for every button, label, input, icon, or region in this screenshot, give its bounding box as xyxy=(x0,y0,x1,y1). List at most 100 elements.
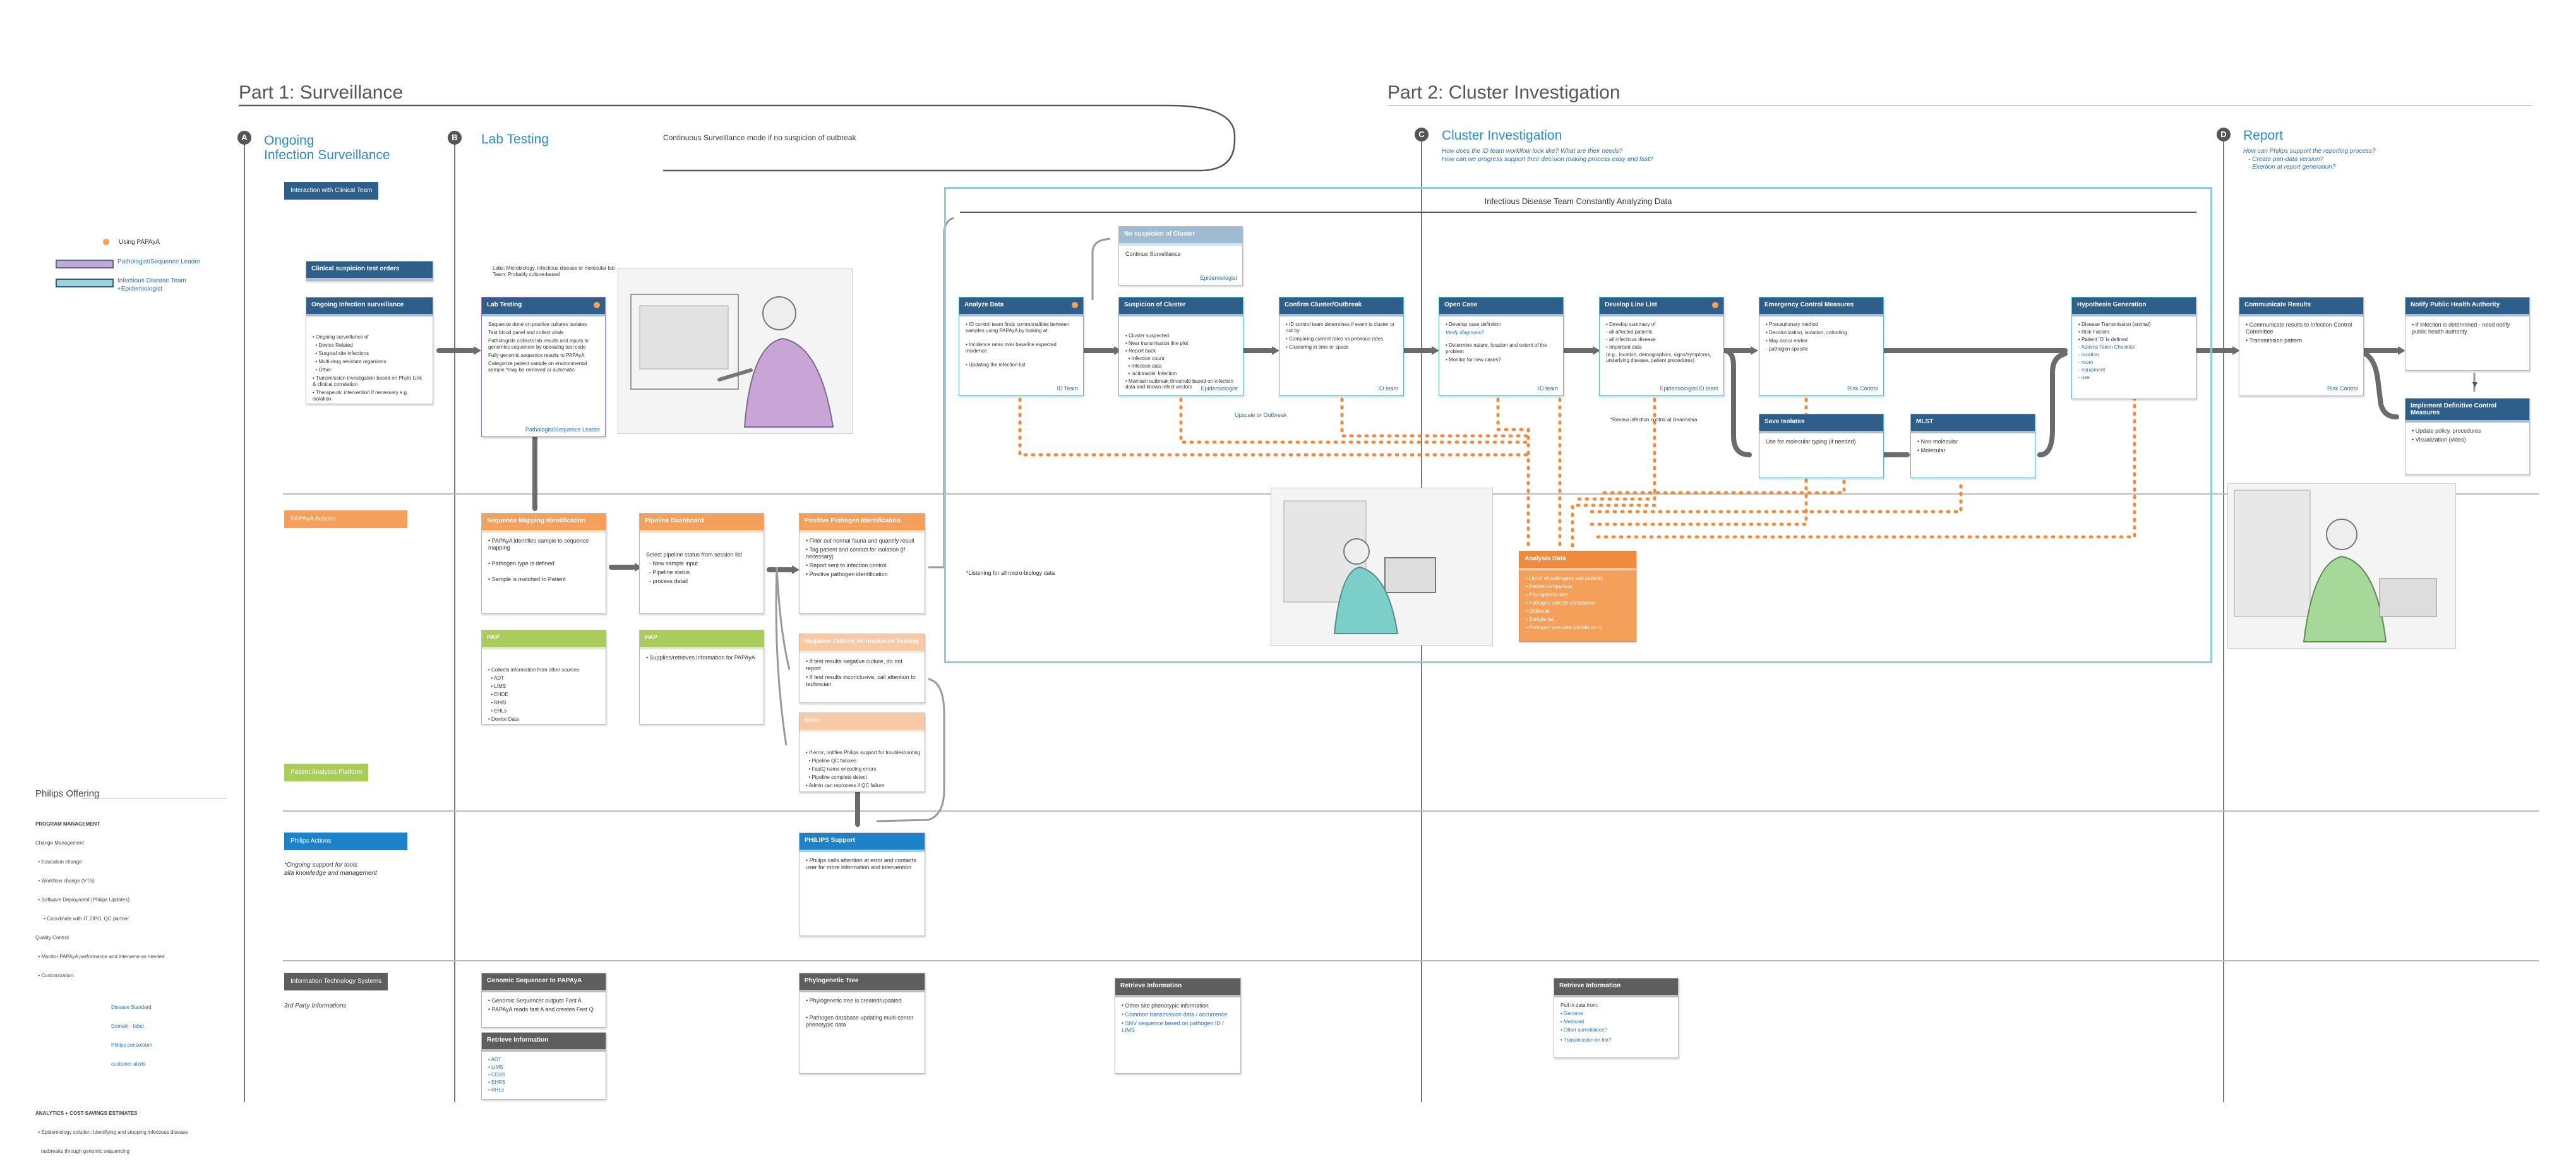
card-phylogenetic-tree[interactable]: Phylogenetic Tree • Phylogenetic tree is… xyxy=(799,973,925,1074)
phase-d-question-3: - Exertion at report generation? xyxy=(2248,164,2336,171)
card-title: Develop Line List xyxy=(1600,298,1723,316)
card-title: Genomic Sequencer to PAPAyA xyxy=(482,973,606,992)
card-body: • Collects information from other source… xyxy=(488,667,580,722)
card-body: • Communicate results to Infection Contr… xyxy=(2246,322,2352,344)
report-worker-sketch xyxy=(2227,483,2456,649)
card-title: Analyze Data xyxy=(959,298,1083,316)
card-analysis-data[interactable]: Analysis Data • List of all pathogens an… xyxy=(1519,551,1636,642)
papaya-dot-icon xyxy=(594,302,600,308)
card-emergency-control[interactable]: Emergency Control Measures • Precautiona… xyxy=(1759,297,1884,396)
card-owner: Epidemiologist xyxy=(1201,385,1238,392)
card-body: Select pipeline status from session list… xyxy=(646,551,743,584)
card-confirm-cluster[interactable]: Confirm Cluster/Outbreak • ID control te… xyxy=(1279,297,1404,396)
card-body: • Genomic Sequencer outputs Fast A• PAPA… xyxy=(488,997,594,1013)
card-body: • Precautionary method• Decolonization, … xyxy=(1766,322,1847,352)
card-title: Ongoing Infection surveillance xyxy=(306,298,433,316)
card-owner: Pathologist/Sequence Leader xyxy=(525,426,600,433)
card-communicate-results[interactable]: Communicate Results • Communicate result… xyxy=(2239,297,2364,396)
card-pap-supply[interactable]: PAP • Supplies/retrieves information for… xyxy=(639,630,764,725)
card-body: • Filter out normal fauna and quantify r… xyxy=(806,538,914,577)
card-title: PAP xyxy=(482,630,606,649)
card-title: Error xyxy=(800,713,925,732)
part1-title: Part 1: Surveillance xyxy=(239,82,404,103)
card-error[interactable]: Error • If error, notifies Philips suppo… xyxy=(799,713,925,792)
card-develop-line-list[interactable]: Develop Line List • Develop summary of -… xyxy=(1599,297,1724,396)
papaya-dot-icon xyxy=(103,239,109,245)
analyst-workstation-sketch xyxy=(1271,488,1493,646)
card-body: • ID control team determines if event is… xyxy=(1286,322,1395,350)
card-body: • List of all pathogens and patients• Pa… xyxy=(1526,575,1603,630)
card-lab-testing[interactable]: Lab Testing Sequence done on positive cu… xyxy=(481,297,606,437)
card-ongoing-surveillance[interactable]: Ongoing Infection surveillance • Ongoing… xyxy=(306,297,433,404)
lane-philips-label: Philips Actions xyxy=(284,833,407,850)
chevron-down-icon: ▼ xyxy=(2471,379,2479,389)
card-body: Pull in data from:• Genome• Medicaid• Ot… xyxy=(1561,1002,1612,1043)
card-owner: ID team xyxy=(1378,385,1398,392)
card-clinical-orders[interactable]: Clinical suspicion test orders xyxy=(306,261,433,281)
review-note: *Review infection control at clearinstaa xyxy=(1610,417,1698,423)
card-title: Retrieve Information xyxy=(1115,978,1240,997)
card-implement-control[interactable]: Implement Definitive Control Measures • … xyxy=(2405,398,2530,475)
card-analyze-data[interactable]: Analyze Data • ID control team finds com… xyxy=(959,297,1084,396)
card-title: Notify Public Health Authority xyxy=(2405,298,2529,316)
phase-b-note: Continuous Surveillance mode if no suspi… xyxy=(663,133,856,142)
card-body: • PAPAyA identifies sample to sequence m… xyxy=(488,538,589,582)
phase-d-question-2: - Create pan-data version? xyxy=(2248,156,2323,163)
phase-c-question-1: How does the ID team workflow look like?… xyxy=(1442,148,1623,155)
card-suspicion-of-cluster[interactable]: Suspicion of Cluster • Cluster suspected… xyxy=(1118,297,1243,396)
card-title: PHILIPS Support xyxy=(800,833,925,852)
card-body: • Other site phenotypic information• Com… xyxy=(1122,1002,1228,1033)
card-body: • If infection is determined - need noti… xyxy=(2412,322,2510,335)
lane-clinical-label: Interaction with Clinical Team xyxy=(284,182,379,200)
card-save-isolates[interactable]: Save Isolates Use for molecular typing (… xyxy=(1759,414,1884,478)
card-title: No suspicion of Cluster xyxy=(1119,227,1242,246)
phase-c-question-2: How can we progress support their decisi… xyxy=(1442,156,1653,163)
card-body: Continue Surveillance xyxy=(1125,251,1181,257)
card-body: • ADT• LIMS• CDSS• EHRS• RHLs xyxy=(488,1057,506,1093)
phase-b-marker: B xyxy=(448,131,462,145)
card-title: Implement Definitive Control Measures xyxy=(2405,399,2529,423)
offering-list: PROGRAM MANAGEMENT Change Management • E… xyxy=(35,821,188,1154)
card-body: • Philips calls attention at error and c… xyxy=(806,857,916,870)
card-title: Save Isolates xyxy=(1759,414,1883,433)
card-retrieve-info-1[interactable]: Retrieve Information • ADT• LIMS• CDSS• … xyxy=(481,1032,606,1100)
card-body: • Develop summary of - all affected pati… xyxy=(1606,322,1711,363)
card-mlst[interactable]: MLST • Non-molecular• Molecular xyxy=(1910,414,2035,478)
legend-blue-label: Infectious Disease Team +Epidemiologist xyxy=(117,277,186,292)
card-title: Phylogenetic Tree xyxy=(800,973,925,992)
card-owner: ID team xyxy=(1538,385,1558,392)
card-title: Retrieve Information xyxy=(1554,978,1678,997)
infectious-team-title: Infectious Disease Team Constantly Analy… xyxy=(1484,196,1672,206)
card-title: PAP xyxy=(640,630,764,649)
listening-note: *Listening for all micro-biology data xyxy=(966,570,1055,576)
card-open-case[interactable]: Open Case • Develop case definition Veri… xyxy=(1439,297,1564,396)
card-title: Pipeline Dashboard xyxy=(640,514,764,532)
card-philips-support[interactable]: PHILIPS Support • Philips calls attentio… xyxy=(799,833,925,936)
card-body: • Disease Transmission (animal)• Risk Fa… xyxy=(2078,322,2151,380)
card-title: Open Case xyxy=(1439,298,1563,316)
card-notify-public-health[interactable]: Notify Public Health Authority • If infe… xyxy=(2405,297,2530,371)
card-title: Negative Culture Inconclusive Testing xyxy=(800,634,925,653)
card-body: • Non-molecular• Molecular xyxy=(1917,438,1958,454)
lane-it-note: 3rd Party Informations xyxy=(284,1002,347,1009)
infectious-team-box: Infectious Disease Team Constantly Analy… xyxy=(944,187,2212,663)
papaya-dot-icon xyxy=(1072,302,1078,308)
upscale-note: Upscale or Outbreak xyxy=(1235,412,1287,418)
phase-a-marker: A xyxy=(237,131,251,145)
card-body: • Ongoing surveillance of • Device Relat… xyxy=(313,334,422,402)
card-body: • Supplies/retrieves information for PAP… xyxy=(646,654,755,661)
card-negative-culture[interactable]: Negative Culture Inconclusive Testing • … xyxy=(799,634,925,703)
phase-d-title: Report xyxy=(2243,128,2284,143)
card-title: Confirm Cluster/Outbreak xyxy=(1279,298,1403,316)
card-retrieve-info-2[interactable]: Retrieve Information • Other site phenot… xyxy=(1115,978,1241,1074)
card-retrieve-info-3[interactable]: Retrieve Information Pull in data from:•… xyxy=(1554,978,1679,1058)
card-positive-pathogen[interactable]: Positive Pathogen Identification • Filte… xyxy=(799,513,925,614)
phase-a-title: Ongoing Infection Surveillance xyxy=(264,133,390,162)
card-sequence-identification[interactable]: Sequence Mapping Identification • PAPAyA… xyxy=(481,513,606,614)
card-hypothesis-generation[interactable]: Hypothesis Generation • Disease Transmis… xyxy=(2071,297,2196,399)
lab-note: Labs: Microbiology, infectious disease o… xyxy=(493,265,615,277)
card-pap-collect[interactable]: PAP • Collects information from other so… xyxy=(481,630,606,725)
card-pipeline-dashboard[interactable]: Pipeline Dashboard Select pipeline statu… xyxy=(639,513,764,614)
card-genomic-sequencer[interactable]: Genomic Sequencer to PAPAyA • Genomic Se… xyxy=(481,973,606,1028)
card-no-suspicion[interactable]: No suspicion of Cluster Continue Surveil… xyxy=(1118,226,1243,286)
